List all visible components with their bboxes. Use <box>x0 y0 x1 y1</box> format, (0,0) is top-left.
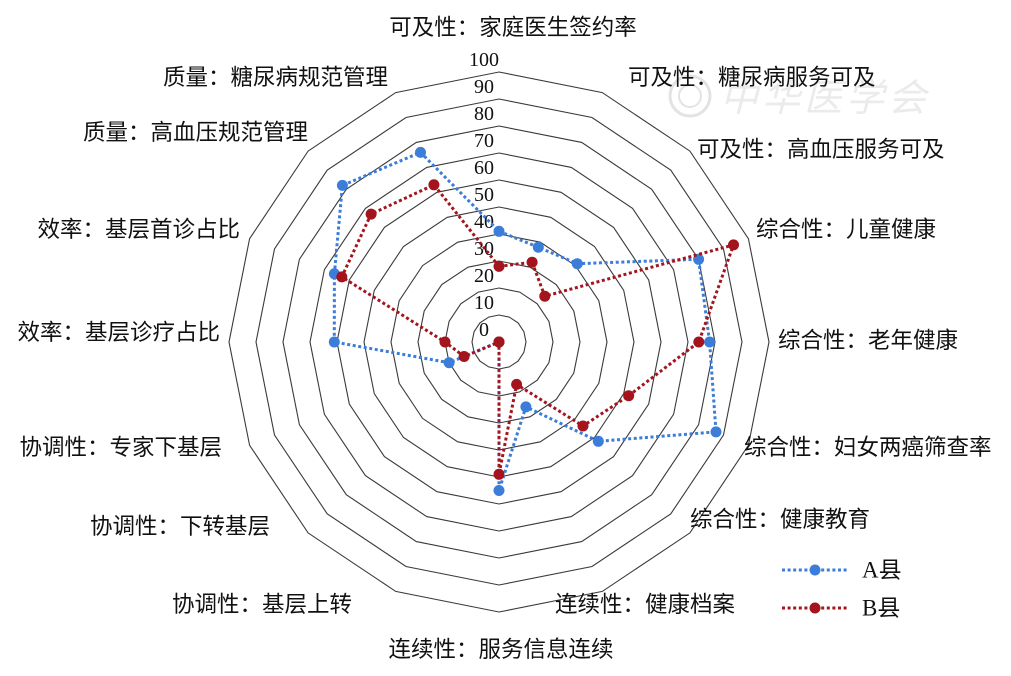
data-point-a-4 <box>704 336 716 348</box>
watermark-logo: 中华医学会 <box>668 74 930 120</box>
category-label: 综合性：老年健康 <box>778 328 958 354</box>
watermark-text: 中华医学会 <box>720 76 930 120</box>
legend-label-b: B县 <box>862 596 900 621</box>
data-point-b-7 <box>511 378 523 390</box>
tick-label: 100 <box>469 49 499 71</box>
legend-item-b: B县 <box>782 596 900 621</box>
grid-ring-80 <box>282 125 716 559</box>
data-point-a-15 <box>415 146 426 158</box>
data-point-a-1 <box>532 241 544 253</box>
data-point-a-8 <box>493 485 505 496</box>
tick-label: 60 <box>474 157 494 179</box>
category-label: 质量：高血压规范管理 <box>83 120 308 146</box>
category-label: 质量：糖尿病规范管理 <box>163 65 388 91</box>
grid-ring-60 <box>336 179 662 505</box>
data-point-b-6 <box>577 420 589 432</box>
data-point-b-13 <box>336 271 348 283</box>
category-label: 协调性：下转基层 <box>90 514 270 540</box>
data-point-b-0 <box>493 260 505 272</box>
series-b <box>336 179 739 480</box>
category-label: 协调性：基层上转 <box>172 592 352 618</box>
legend-marker-b <box>809 602 821 614</box>
data-point-b-4 <box>693 336 705 348</box>
category-label: 可及性：家庭医生签约率 <box>389 15 637 41</box>
grid-ring-20 <box>444 287 554 397</box>
tick-label: 40 <box>474 211 494 233</box>
category-label: 协调性：专家下基层 <box>19 435 222 461</box>
data-point-a-0 <box>493 225 505 237</box>
tick-label: 20 <box>474 265 494 287</box>
data-point-b-11 <box>458 351 470 362</box>
data-point-a-5 <box>710 426 722 438</box>
legend-label-a: A县 <box>862 558 902 583</box>
category-label: 连续性：健康档案 <box>555 592 735 618</box>
data-point-b-2 <box>539 290 551 302</box>
data-point-a-14 <box>336 179 348 191</box>
watermark-emblem-inner-icon <box>678 84 702 108</box>
legend-marker-a <box>809 564 821 576</box>
data-point-b-1 <box>526 256 538 268</box>
data-point-b-5 <box>623 390 635 402</box>
series-a <box>328 146 722 496</box>
category-label: 效率：基层首诊占比 <box>37 217 240 243</box>
category-label: 综合性：儿童健康 <box>756 217 936 243</box>
category-label: 效率：基层诊疗占比 <box>17 320 220 346</box>
series-b-line <box>340 183 735 476</box>
data-point-b-3 <box>728 239 739 251</box>
data-point-b-10 <box>493 336 505 348</box>
data-point-a-12 <box>328 336 340 348</box>
category-label: 可及性：高血压服务可及 <box>697 137 945 163</box>
data-point-b-15 <box>428 179 440 191</box>
data-point-a-6 <box>592 435 604 447</box>
watermark-emblem-icon <box>668 74 712 118</box>
data-point-b-8 <box>493 468 505 480</box>
data-point-a-11 <box>443 357 455 369</box>
grid-ring-100 <box>228 71 770 613</box>
tick-label: 90 <box>474 76 494 98</box>
tick-label: 80 <box>474 103 494 125</box>
category-label: 综合性：妇女两癌筛查率 <box>744 435 992 461</box>
data-point-b-12 <box>439 336 451 348</box>
category-label: 连续性：服务信息连续 <box>388 637 613 663</box>
data-point-a-7 <box>520 401 532 413</box>
category-label: 可及性：糖尿病服务可及 <box>628 65 876 91</box>
series-a-line <box>332 150 718 492</box>
category-label: 综合性：健康教育 <box>690 507 870 533</box>
tick-label: 10 <box>474 292 494 314</box>
tick-label: 50 <box>474 184 494 206</box>
legend: A县 B县 <box>782 558 902 621</box>
category-labels: 可及性：家庭医生签约率可及性：糖尿病服务可及可及性：高血压服务可及综合性：儿童健… <box>17 15 991 663</box>
legend-item-a: A县 <box>782 558 902 583</box>
grid-ring-90 <box>255 98 743 586</box>
tick-label: 70 <box>474 130 494 152</box>
grid-ring-30 <box>417 260 581 424</box>
data-point-a-2 <box>571 258 583 270</box>
data-point-b-14 <box>365 208 377 220</box>
tick-label: 0 <box>479 319 489 341</box>
